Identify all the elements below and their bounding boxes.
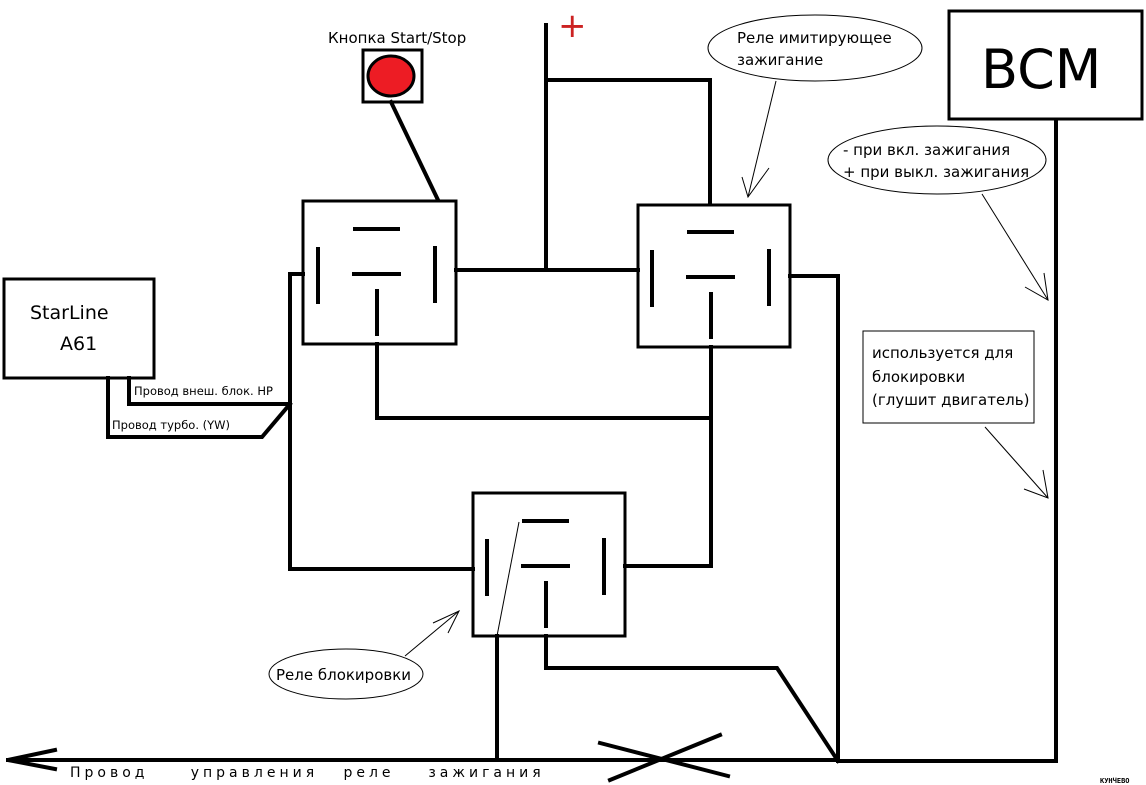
plus-branch xyxy=(544,78,712,207)
red-button-icon xyxy=(366,54,416,98)
start-stop-button: Кнопка Start/Stop xyxy=(328,29,466,265)
ignition-control-wire: Провод управления реле зажигания xyxy=(6,732,840,783)
starline-model: A61 xyxy=(60,333,97,355)
arrow-left-icon xyxy=(7,747,58,772)
callout-ignition-relay: Реле имитирующее зажигание xyxy=(707,14,923,199)
plus-label: + xyxy=(558,6,587,46)
bcm-block: BCM xyxy=(947,9,1144,121)
svg-text:блокировки: блокировки xyxy=(872,368,965,386)
svg-text:+ при выкл. зажигания: + при выкл. зажигания xyxy=(843,163,1029,181)
start-stop-label: Кнопка Start/Stop xyxy=(328,29,466,47)
ext-block-wire xyxy=(127,376,292,406)
relay-ignition xyxy=(636,203,792,349)
arrow-icon xyxy=(741,167,770,199)
starline-block: StarLine A61 xyxy=(2,277,156,380)
svg-text:используется для: используется для xyxy=(872,344,1013,362)
svg-text:Реле блокировки: Реле блокировки xyxy=(276,666,411,684)
watermark: КУНЧЕВО xyxy=(1100,777,1130,785)
turbo-wire-label: Провод турбо. (YW) xyxy=(112,418,230,432)
ignition-control-label: Провод управления реле зажигания xyxy=(70,765,545,781)
relay-start-stop xyxy=(301,199,458,346)
starline-wires: Провод внеш. блок. HP Провод турбо. (YW) xyxy=(106,376,293,439)
starline-label: StarLine xyxy=(30,302,109,324)
svg-text:(глушит двигатель): (глушит двигатель) xyxy=(872,391,1029,409)
svg-text:Реле имитирующее: Реле имитирующее xyxy=(737,29,892,47)
callout-block-relay: Реле блокировки xyxy=(268,609,461,700)
svg-text:зажигание: зажигание xyxy=(737,51,823,69)
interconnect-wires xyxy=(288,118,1058,764)
relay-block xyxy=(471,491,627,638)
plus-supply: + xyxy=(544,6,712,272)
arrow-icon xyxy=(1023,469,1049,499)
turbo-wire xyxy=(106,376,293,439)
callout-bcm-polarity: - при вкл. зажигания + при выкл. зажиган… xyxy=(827,125,1049,301)
ext-block-wire-label: Провод внеш. блок. HP xyxy=(134,384,273,398)
arrow-icon xyxy=(1024,272,1049,301)
arrow-icon xyxy=(432,609,461,634)
callout-blocking-use: используется для блокировки (глушит двиг… xyxy=(862,330,1049,499)
bcm-label: BCM xyxy=(981,38,1101,101)
svg-text:- при вкл. зажигания: - при вкл. зажигания xyxy=(843,141,1010,159)
